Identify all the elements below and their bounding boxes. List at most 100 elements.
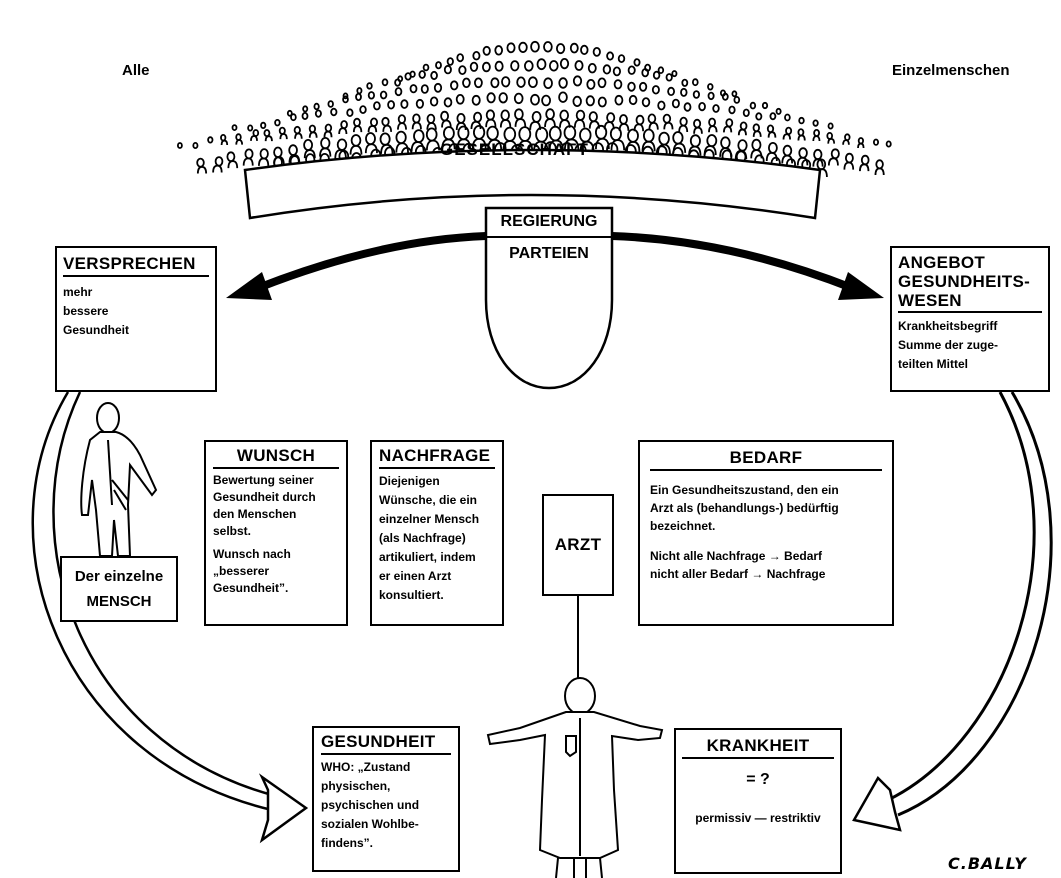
crowd-head [426,113,436,124]
crowd-head [627,65,636,75]
crowd-body [367,125,378,133]
crowd-body [603,121,615,130]
crowd-head [518,126,532,142]
mensch-box: Der einzelne MENSCH [60,556,178,622]
crowd-body [411,121,422,130]
crowd-body [663,121,674,130]
crowd-body [456,138,472,150]
label-regierung: REGIERUNG [500,213,598,230]
crowd-head [536,58,547,71]
crowd-head [443,64,452,75]
crowd-head [585,95,595,107]
crowd-head [302,105,309,113]
crowd-body [352,125,363,133]
crowd-head [651,85,660,95]
crowd-head [797,128,805,137]
crowd-body [514,118,527,127]
angebot-box: ANGEBOT GESUNDHEITS- WESEN Krankheitsbeg… [890,246,1050,392]
crowd-body [499,119,512,128]
crowd-head [252,129,260,137]
crowd-head [725,118,734,128]
gesundheit-title: GESUNDHEIT [321,732,451,755]
crowd-head [494,45,504,56]
crowd-head [379,90,388,100]
crowd-head [356,87,363,95]
crowd-body [703,145,717,156]
crowd-head [672,131,684,145]
crowd-body [220,139,229,146]
crowd-body [532,140,549,153]
crowd-body [782,133,791,140]
crowd-head [192,141,199,149]
crowd-head [657,66,665,74]
crowd-head [472,124,486,140]
crowd-head [720,89,727,97]
crowd-body [812,135,821,142]
angebot-line: Krankheitsbegriff [898,319,998,333]
crowd-head [397,114,406,124]
versprechen-line: bessere [63,304,109,318]
artist-signature: C.BALLY [948,854,1027,873]
label-einzelmenschen: Einzelmenschen [892,62,1010,79]
crowd-head [597,96,607,108]
crowd-head [359,105,367,114]
crowd-head [555,43,566,55]
crowd-body [573,119,586,128]
crowd-body [618,122,630,131]
crowd-body [765,151,778,161]
crowd-head [369,117,378,127]
crowd-head [450,80,459,91]
crowd-body [688,145,702,156]
crowd-head [742,108,750,117]
crowd-head [440,110,450,122]
crowd-head [367,91,375,100]
crowd-head [293,125,301,135]
crowd-body [426,139,440,151]
crowd-head [558,91,568,103]
arrow-to-versprechen [256,232,487,292]
angebot-title: ANGEBOT GESUNDHEITS- WESEN [898,253,1042,313]
crowd-head [373,101,381,111]
crowd-body [857,142,865,149]
crowd-head [813,128,820,137]
crowd-head [350,134,362,147]
crowd-body [708,125,718,133]
angebot-line: Summe der zuge- [898,338,999,352]
crowd-head [612,66,622,77]
crowd-head [313,102,320,111]
crowd-head [707,83,714,91]
arrowhead-left [226,272,272,300]
crowd-head [574,60,584,71]
crowd-body [633,123,645,132]
crowd-head [657,100,666,111]
crowd-head [588,111,598,123]
person-figure [80,402,158,557]
crowd-head [614,94,624,106]
crowd-head [766,124,775,134]
crowd-body [559,119,571,128]
crowd-body [323,130,333,138]
crowd-head [638,81,648,92]
crowd-body [737,128,747,136]
crowd-head [320,137,331,150]
crowd-head [290,113,297,122]
crowd-head [658,131,670,146]
crowd-body [626,140,641,152]
crowd-head [473,111,483,123]
crowd-head [513,92,524,105]
crowd-body [308,131,318,138]
crowd-head [342,92,349,100]
crowd-head [749,101,757,110]
crowd-body [843,161,855,170]
crowd-body [455,121,467,131]
crowd-head [176,142,183,149]
crowd-body [235,139,244,145]
crowd-body [842,139,850,145]
crowd-head [514,108,524,120]
crowd-body [719,147,732,157]
crowd-head [397,75,404,83]
crowd-head [226,151,236,163]
gesundheit-line: physischen, [321,779,391,793]
crowd-head [543,77,553,89]
